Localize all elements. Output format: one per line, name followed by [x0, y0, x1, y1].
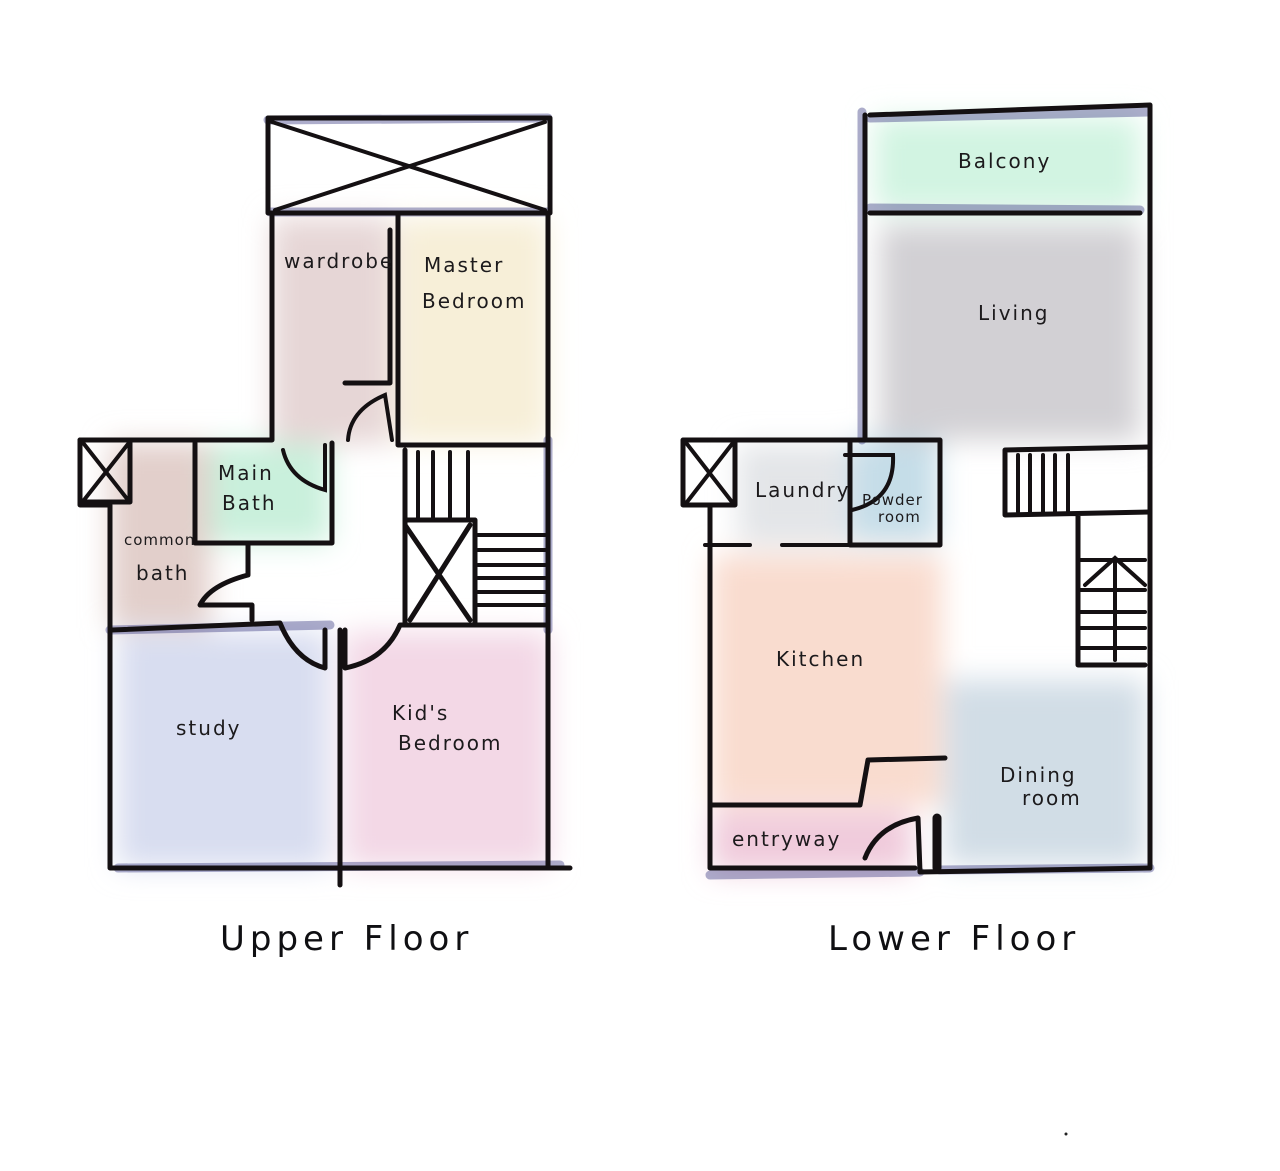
room-label-kitchen: Kitchen [776, 647, 865, 671]
room-label-master-2: Bedroom [422, 289, 526, 313]
room-label-powder-1: Powder [862, 491, 923, 509]
lower-floor-plan: Balcony Living Laundry Powder room Kitch… [680, 102, 1155, 959]
room-label-laundry: Laundry [755, 478, 851, 502]
room-label-kids-2: Bedroom [398, 731, 502, 755]
room-label-powder-2: room [878, 508, 921, 526]
room-label-kids-1: Kid's [392, 701, 449, 725]
room-label-living: Living [978, 301, 1049, 325]
room-label-balcony: Balcony [958, 149, 1051, 173]
room-label-entryway: entryway [732, 827, 841, 851]
room-label-main-bath-1: Main [218, 461, 274, 485]
lower-room-fills [712, 118, 1145, 872]
lower-floor-title: Lower Floor [828, 919, 1080, 959]
room-label-dining-2: room [1022, 786, 1082, 810]
room-label-dining-1: Dining [1000, 763, 1077, 787]
room-label-wardrobe: wardrobe [284, 249, 394, 273]
room-label-main-bath-2: Bath [222, 491, 277, 515]
upper-floor-plan: wardrobe Master Bedroom Main Bath common… [77, 113, 573, 959]
room-label-common-bath-1: common [124, 531, 195, 549]
room-label-common-bath-2: bath [136, 561, 189, 585]
stray-dot [1064, 1132, 1068, 1136]
room-label-master-1: Master [424, 253, 504, 277]
upper-floor-title: Upper Floor [220, 919, 473, 959]
room-label-study: study [176, 716, 241, 740]
